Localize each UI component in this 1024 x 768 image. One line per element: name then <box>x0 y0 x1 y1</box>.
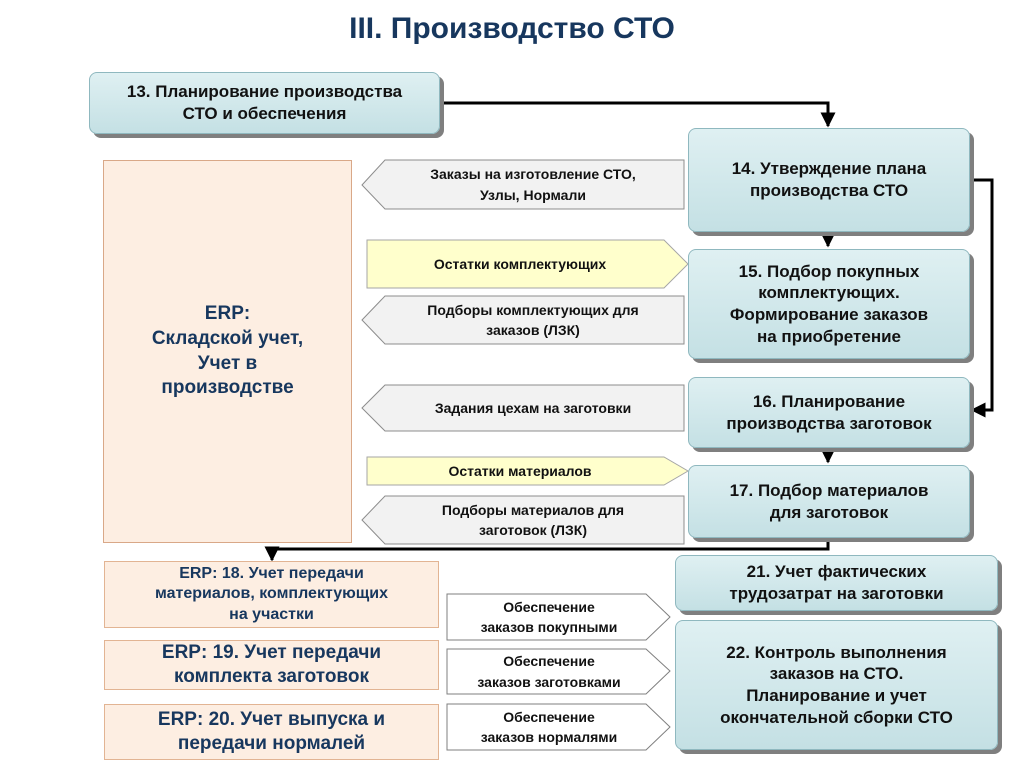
flow-label-orders: Заказы на изготовление СТО, Узлы, Нормал… <box>388 160 678 209</box>
step-21-line2: трудозатрат на заготовки <box>729 584 944 603</box>
step-22-box: 22. Контроль выполнения заказов на СТО. … <box>675 620 998 750</box>
erp-main-line4: производстве <box>161 377 294 399</box>
flow-picks-materials-line2: заготовок (ЛЗК) <box>479 522 587 538</box>
step-13-line1: 13. Планирование производства <box>126 82 403 102</box>
erp-18-line1: ERP: 18. Учет передачи <box>179 564 364 582</box>
flow-arrow-supply-purchased <box>446 593 671 641</box>
flow-label-supply-purchased: Обеспечение заказов покупными <box>449 594 649 640</box>
step-22-line4: окончательной сборки СТО <box>720 707 953 727</box>
erp-step-19-box: ERP: 19. Учет передачи комплекта заготов… <box>104 640 439 690</box>
step-17-line1: 17. Подбор материалов <box>729 480 929 500</box>
step-15-line1: 15. Подбор покупных <box>738 261 920 281</box>
flow-stock-components-line1: Остатки комплектующих <box>433 255 607 272</box>
flow-label-stock-components: Остатки комплектующих <box>370 240 670 288</box>
flow-picks-components-line2: заказов (ЛЗК) <box>486 322 580 338</box>
erp-19-line2: комплекта заготовок <box>174 666 369 687</box>
flow-arrow-picks-components <box>361 295 685 345</box>
flow-arrow-tasks <box>361 384 685 432</box>
step-22-line2: заказов на СТО. <box>769 664 904 684</box>
step-16-line1: 16. Планирование <box>752 391 906 411</box>
step-16-box: 16. Планирование производства заготовок <box>688 377 970 448</box>
flow-orders-line1: Заказы на изготовление СТО, <box>430 166 636 183</box>
flow-supply-normals-line2: заказов нормалями <box>480 729 618 745</box>
erp-18-line3: на участки <box>229 605 314 623</box>
flow-picks-components-line1: Подборы комплектующих для <box>427 301 639 318</box>
erp-20-line2: передачи нормалей <box>177 733 366 754</box>
step-14-line2: производства СТО <box>749 181 909 200</box>
step-14-box: 14. Утверждение плана производства СТО <box>688 128 970 232</box>
flow-arrow-stock-materials <box>366 456 689 486</box>
step-14-line1: 14. Утверждение плана <box>731 159 927 179</box>
erp-20-line1: ERP: 20. Учет выпуска и <box>157 708 386 730</box>
flow-picks-materials-line1: Подборы материалов для <box>441 501 625 518</box>
erp-19-line1: ERP: 19. Учет передачи <box>161 641 382 663</box>
flow-supply-purchased-line2: заказов покупными <box>480 619 618 635</box>
erp-main-line3: Учет в <box>197 352 258 374</box>
step-15-box: 15. Подбор покупных комплектующих. Форми… <box>688 249 970 359</box>
flow-stock-materials-line1: Остатки материалов <box>448 462 592 479</box>
connector-17-18 <box>264 538 830 562</box>
erp-main-line2: Складской учет, <box>151 327 304 349</box>
step-17-line2: для заготовок <box>769 502 889 522</box>
flow-supply-blanks-line1: Обеспечение <box>503 653 595 670</box>
step-17-box: 17. Подбор материалов для заготовок <box>688 465 970 538</box>
flow-label-picks-components: Подборы комплектующих для заказов (ЛЗК) <box>388 296 678 344</box>
flow-label-picks-materials: Подборы материалов для заготовок (ЛЗК) <box>388 496 678 544</box>
flow-tasks-line1: Задания цехам на заготовки <box>434 399 632 416</box>
flow-label-supply-blanks: Обеспечение заказов заготовками <box>449 649 649 694</box>
flow-label-tasks: Задания цехам на заготовки <box>388 385 678 431</box>
step-16-line2: производства заготовок <box>726 413 932 433</box>
flow-arrow-orders <box>361 159 685 210</box>
step-22-line3: Планирование и учет <box>746 686 927 705</box>
step-15-line3: Формирование заказов <box>729 305 929 324</box>
flow-arrow-supply-normals <box>446 703 671 751</box>
step-15-line4: на приобретение <box>756 326 901 346</box>
erp-warehouse-block: ERP: Складской учет, Учет в производстве <box>103 160 352 543</box>
flow-supply-purchased-line1: Обеспечение <box>503 598 595 615</box>
erp-step-20-box: ERP: 20. Учет выпуска и передачи нормале… <box>104 704 439 760</box>
flow-label-supply-normals: Обеспечение заказов нормалями <box>449 704 649 750</box>
step-21-line1: 21. Учет фактических <box>746 562 927 582</box>
flow-arrow-supply-blanks <box>446 648 671 695</box>
flow-arrow-stock-components <box>366 239 689 289</box>
connector-14-16 <box>970 178 994 418</box>
erp-step-18-box: ERP: 18. Учет передачи материалов, компл… <box>104 561 439 628</box>
step-13-line2: СТО и обеспечения <box>182 104 347 123</box>
erp-18-line2: материалов, комплектующих <box>155 585 388 603</box>
flow-orders-line2: Узлы, Нормали <box>480 186 586 203</box>
step-22-line1: 22. Контроль выполнения <box>726 642 947 662</box>
erp-main-line1: ERP: <box>204 303 251 325</box>
connector-13-14 <box>440 101 836 128</box>
flow-supply-blanks-line2: заказов заготовками <box>477 673 621 690</box>
flow-label-stock-materials: Остатки материалов <box>370 457 670 485</box>
step-21-box: 21. Учет фактических трудозатрат на заго… <box>675 555 998 611</box>
page-title: III. Производство СТО <box>349 12 675 45</box>
step-13-box: 13. Планирование производства СТО и обес… <box>89 72 440 134</box>
flow-supply-normals-line1: Обеспечение <box>503 708 595 725</box>
flow-arrow-picks-materials <box>361 495 685 545</box>
step-15-line2: комплектующих. <box>758 283 900 303</box>
